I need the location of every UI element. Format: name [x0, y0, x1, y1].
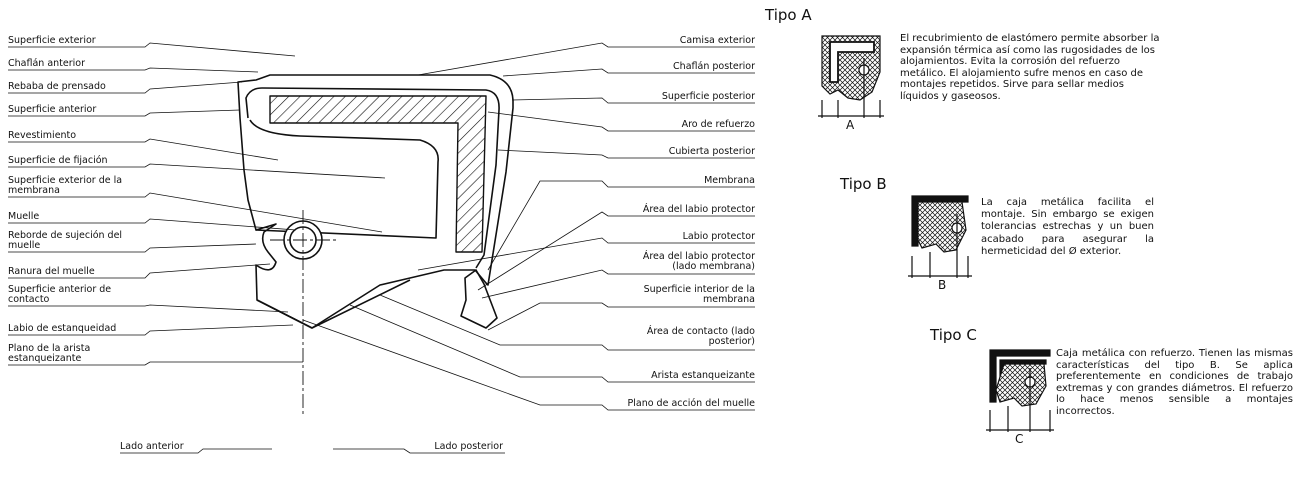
label-muelle: Muelle — [8, 211, 40, 222]
label-revestimiento: Revestimiento — [8, 130, 77, 141]
label-aro-refuerzo: Aro de refuerzo — [681, 119, 755, 130]
label-plano-arista: Plano de la arista estanqueizante — [8, 343, 91, 364]
inner-coating — [245, 87, 500, 269]
label-chaflan-anterior: Chaflán anterior — [8, 58, 85, 69]
type-b-letter: B — [938, 278, 947, 292]
label-ranura-muelle: Ranura del muelle — [8, 266, 95, 277]
label-reborde-sujecion: Reborde de sujeción del muelle — [8, 230, 123, 251]
label-superficie-anterior: Superficie anterior — [8, 104, 97, 115]
right-leaders — [302, 42, 755, 411]
label-area-contacto: Área de contacto (lado posterior) — [646, 326, 755, 347]
label-area-labio-protector: Área del labio protector — [642, 204, 755, 215]
type-c-drawing — [986, 349, 1054, 432]
sealing-edge — [256, 279, 411, 329]
label-superficie-fijacion: Superficie de fijación — [8, 155, 108, 166]
label-superficie-posterior: Superficie posterior — [661, 91, 755, 102]
type-a-title: Tipo A — [765, 6, 812, 24]
reinforcing-ring — [269, 95, 487, 253]
type-b-drawing — [908, 195, 972, 278]
label-membrana: Membrana — [704, 175, 755, 186]
type-c-title: Tipo C — [930, 326, 977, 344]
label-area-labio-protector-membrana: Área del labio protector (lado membrana) — [642, 251, 755, 272]
label-camisa-exterior: Camisa exterior — [679, 35, 755, 46]
type-b-title: Tipo B — [840, 175, 887, 193]
label-labio-estanqueidad: Labio de estanqueidad — [8, 323, 117, 334]
label-superficie-exterior-membrana: Superficie exterior de la membrana — [8, 175, 123, 196]
label-chaflan-posterior: Chaflán posterior — [673, 61, 755, 72]
label-superficie-anterior-contacto: Superficie anterior de contacto — [8, 284, 112, 305]
main-seal-section — [237, 74, 514, 329]
label-superficie-exterior: Superficie exterior — [8, 35, 96, 46]
label-rebaba-prensado: Rebaba de prensado — [8, 81, 106, 92]
label-cubierta-posterior: Cubierta posterior — [668, 146, 755, 157]
type-a-drawing — [818, 35, 884, 118]
type-a-description: El recubrimiento de elastómero permite a… — [900, 33, 1160, 102]
type-c-letter: C — [1015, 432, 1024, 446]
seal-outer-contour — [237, 74, 514, 329]
label-plano-accion-muelle: Plano de acción del muelle — [627, 398, 755, 409]
fixation-surface — [249, 119, 439, 239]
type-a-letter: A — [846, 118, 855, 132]
label-lado-anterior: Lado anterior — [120, 441, 184, 452]
label-labio-protector: Labio protector — [682, 231, 755, 242]
type-c-description: Caja metálica con refuerzo. Tienen las m… — [1056, 348, 1293, 417]
label-superficie-interior-membrana: Superficie interior de la membrana — [643, 284, 755, 305]
protective-lip — [460, 269, 498, 329]
label-arista-estanqueizante: Arista estanqueizante — [651, 370, 755, 381]
label-lado-posterior: Lado posterior — [434, 441, 503, 452]
left-leaders — [8, 42, 386, 366]
type-b-description: La caja metálica facilita el montaje. Si… — [981, 197, 1154, 257]
